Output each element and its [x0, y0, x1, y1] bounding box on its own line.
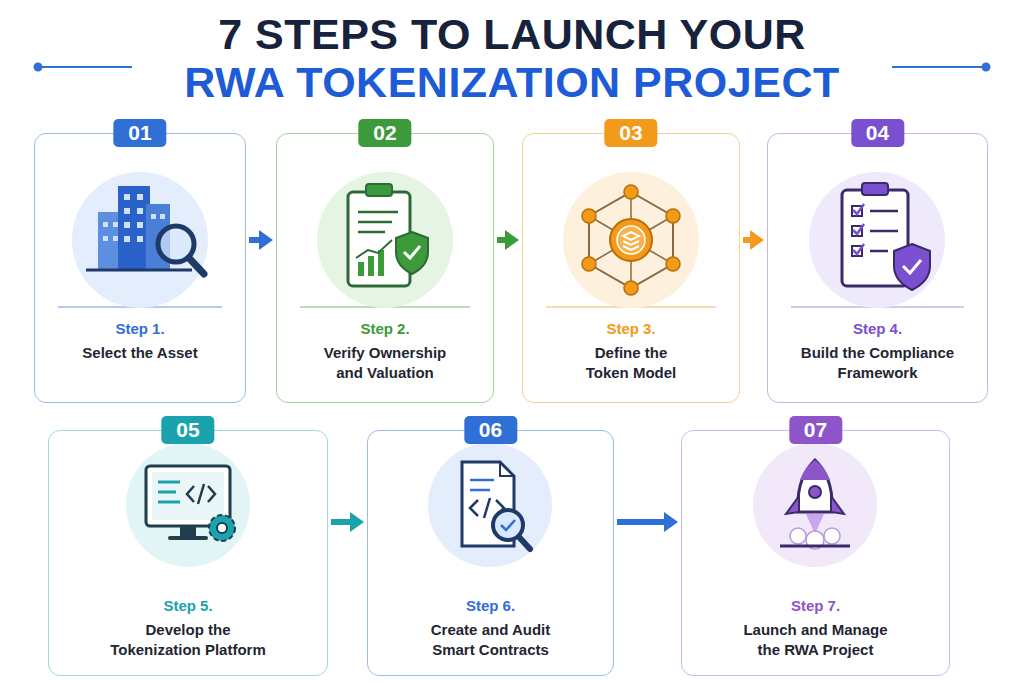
step-card: Step 3.Define the Token Model03 [522, 133, 740, 403]
arrow-shaft [249, 237, 259, 243]
valuation-icon [317, 172, 453, 308]
step-card: Step 6.Create and Audit Smart Contracts0… [367, 430, 614, 676]
token-icon [563, 172, 699, 308]
card-body: Step 2. Verify Ownership and Valuation [277, 319, 493, 383]
step-arrow [331, 512, 364, 532]
step-title: Build the Compliance Framework [780, 343, 975, 383]
arrow-head [259, 230, 273, 250]
step-title: Launch and Manage the RWA Project [731, 620, 901, 660]
step-card: Step 2.Verify Ownership and Valuation02 [276, 133, 494, 403]
step-label: Step 5. [49, 596, 327, 616]
step-number: 04 [851, 119, 904, 147]
card-body: Step 4. Build the Compliance Framework [768, 319, 987, 383]
step-arrow [743, 230, 764, 250]
arrow-shaft [331, 519, 350, 525]
step-number: 07 [789, 416, 842, 444]
step-arrow [249, 230, 273, 250]
step-arrow [497, 230, 519, 250]
rocket-icon [753, 443, 877, 567]
card-body: Step 7. Launch and Manage the RWA Project [682, 596, 949, 660]
diagram-title: 7 STEPS TO LAUNCH YOUR RWA TOKENIZATION … [112, 10, 912, 106]
card-body: Step 3. Define the Token Model [523, 319, 739, 383]
platform-icon [126, 443, 250, 567]
step-number: 01 [113, 119, 166, 147]
arrow-shaft [743, 237, 750, 243]
buildings-icon [72, 172, 208, 308]
step-label: Step 4. [768, 319, 987, 339]
step-number: 05 [161, 416, 214, 444]
card-body: Step 1. Select the Asset [35, 319, 245, 363]
step-title: Verify Ownership and Valuation [315, 343, 455, 383]
step-label: Step 3. [523, 319, 739, 339]
arrow-shaft [497, 237, 505, 243]
step-label: Step 1. [35, 319, 245, 339]
step-title: Create and Audit Smart Contracts [416, 620, 566, 660]
card-body: Step 5. Develop the Tokenization Platform [49, 596, 327, 660]
step-title: Select the Asset [45, 343, 235, 363]
step-card: Step 5. Develop the Tokenization Platform… [48, 430, 328, 676]
arrow-head [505, 230, 519, 250]
step-number: 03 [604, 119, 657, 147]
step-title: Develop the Tokenization Platform [101, 620, 276, 660]
step-card: Step 4.Build the Compliance Framework04 [767, 133, 988, 403]
card-separator [58, 306, 964, 308]
arrow-head [350, 512, 364, 532]
step-number: 02 [358, 119, 411, 147]
step-title: Define the Token Model [576, 343, 686, 383]
step-label: Step 6. [368, 596, 613, 616]
arrow-head [750, 230, 764, 250]
step-label: Step 2. [277, 319, 493, 339]
compliance-icon [809, 172, 945, 308]
audit-icon [428, 443, 552, 567]
step-card: Step 7. Launch and Manage the RWA Project… [681, 430, 950, 676]
arrow-shaft [617, 519, 664, 525]
card-body: Step 6. Create and Audit Smart Contracts [368, 596, 613, 660]
step-label: Step 7. [682, 596, 949, 616]
step-card: Step 1.Select the Asset01 [34, 133, 246, 403]
step-arrow [617, 512, 678, 532]
step-number: 06 [464, 416, 517, 444]
arrow-head [664, 512, 678, 532]
